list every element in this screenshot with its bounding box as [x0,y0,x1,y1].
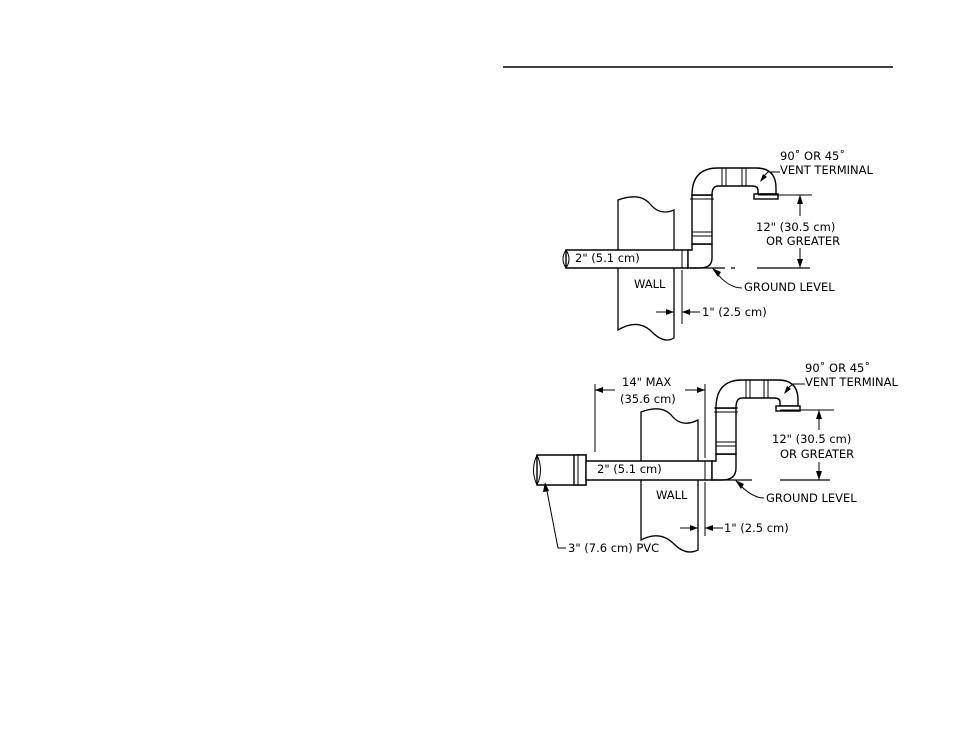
bottom-wall-label: WALL [656,488,688,502]
top-lower-elbow [688,244,712,268]
top-ground-label: GROUND LEVEL [744,280,835,294]
bottom-riser-pipe [716,408,736,454]
bottom-lower-elbow [712,454,736,480]
top-diagram: 90˚ OR 45˚ VENT TERMINAL 12" (30.5 cm) O… [563,148,873,340]
top-vent-label-2: VENT TERMINAL [780,163,873,177]
top-riser-pipe [692,195,712,244]
bottom-diagram: 90˚ OR 45˚ VENT TERMINAL 14" MAX (35.6 c… [534,360,899,555]
top-upper-bend [692,168,776,195]
bottom-upper-bend [716,380,798,408]
top-height-label-2: OR GREATER [766,234,840,248]
top-vent-label-1: 90˚ OR 45˚ [780,148,845,163]
bottom-max-label-2: (35.6 cm) [620,392,676,406]
bottom-clearance-label: 1" (2.5 cm) [724,521,789,535]
top-pipe-size-label: 2" (5.1 cm) [575,251,640,265]
bottom-height-label-2: OR GREATER [780,447,854,461]
bottom-vent-label-2: VENT TERMINAL [805,375,898,389]
top-wall-label: WALL [634,277,666,291]
bottom-height-label-1: 12" (30.5 cm) [772,432,851,446]
bottom-pvc-label: 3" (7.6 cm) PVC [568,541,659,555]
bottom-vent-label-1: 90˚ OR 45˚ [805,360,870,375]
bottom-pipe-size-label: 2" (5.1 cm) [597,462,662,476]
bottom-ground-label: GROUND LEVEL [766,491,857,505]
top-clearance-label: 1" (2.5 cm) [702,305,767,319]
bottom-max-label-1: 14" MAX [622,375,671,389]
top-height-label-1: 12" (30.5 cm) [756,220,835,234]
